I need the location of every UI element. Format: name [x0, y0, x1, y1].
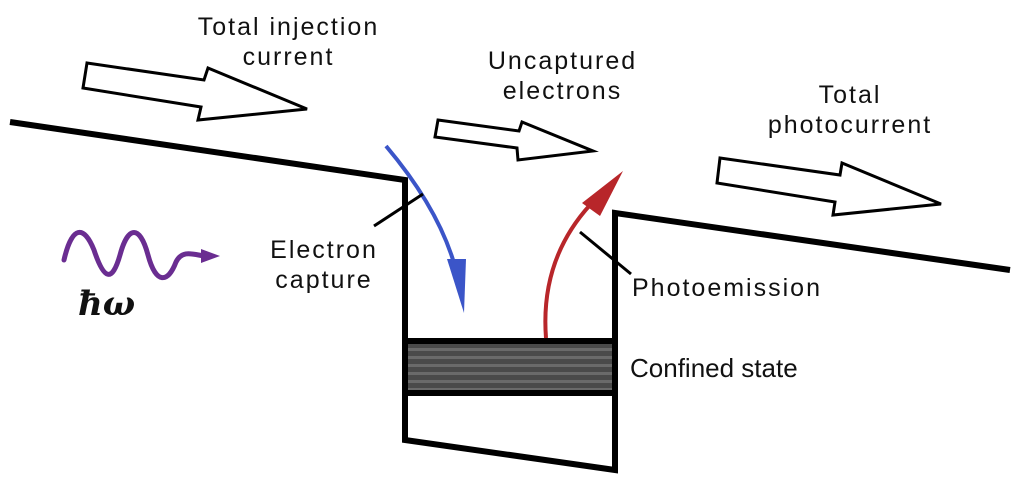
- electron-capture-arrow: [384, 144, 466, 313]
- left-barrier-edge: [9, 119, 1011, 474]
- arrow-total-injection-current: [81, 61, 308, 122]
- label-confined-state: Confined state: [630, 353, 798, 383]
- label-photoemission: Photoemission: [632, 274, 822, 302]
- label-electron-capture: Electron capture: [254, 235, 394, 295]
- label-photon-energy: ħω: [78, 284, 136, 324]
- label-line-1: Total: [818, 81, 882, 109]
- label-line-2: current: [242, 43, 335, 71]
- electron-capture-leader: [373, 192, 424, 228]
- photoemission-leader: [579, 230, 632, 276]
- label-line-2: electrons: [502, 77, 623, 105]
- label-line-2: capture: [275, 266, 373, 294]
- photoemission-arrow: [543, 171, 623, 339]
- label-uncaptured-electrons: Uncaptured electrons: [470, 46, 655, 106]
- label-total-injection-current: Total injection current: [176, 12, 401, 72]
- arrow-total-photocurrent: [715, 156, 942, 217]
- label-line-1: Total injection: [197, 13, 380, 41]
- label-line-2: photocurrent: [767, 111, 933, 139]
- confined-state-band: [402, 338, 618, 396]
- label-total-photocurrent: Total photocurrent: [750, 80, 950, 140]
- photon-wave-icon: [61, 229, 220, 281]
- label-line-1: Electron: [270, 236, 378, 264]
- arrow-uncaptured-electrons: [433, 118, 599, 162]
- label-line-1: Uncaptured: [487, 47, 638, 75]
